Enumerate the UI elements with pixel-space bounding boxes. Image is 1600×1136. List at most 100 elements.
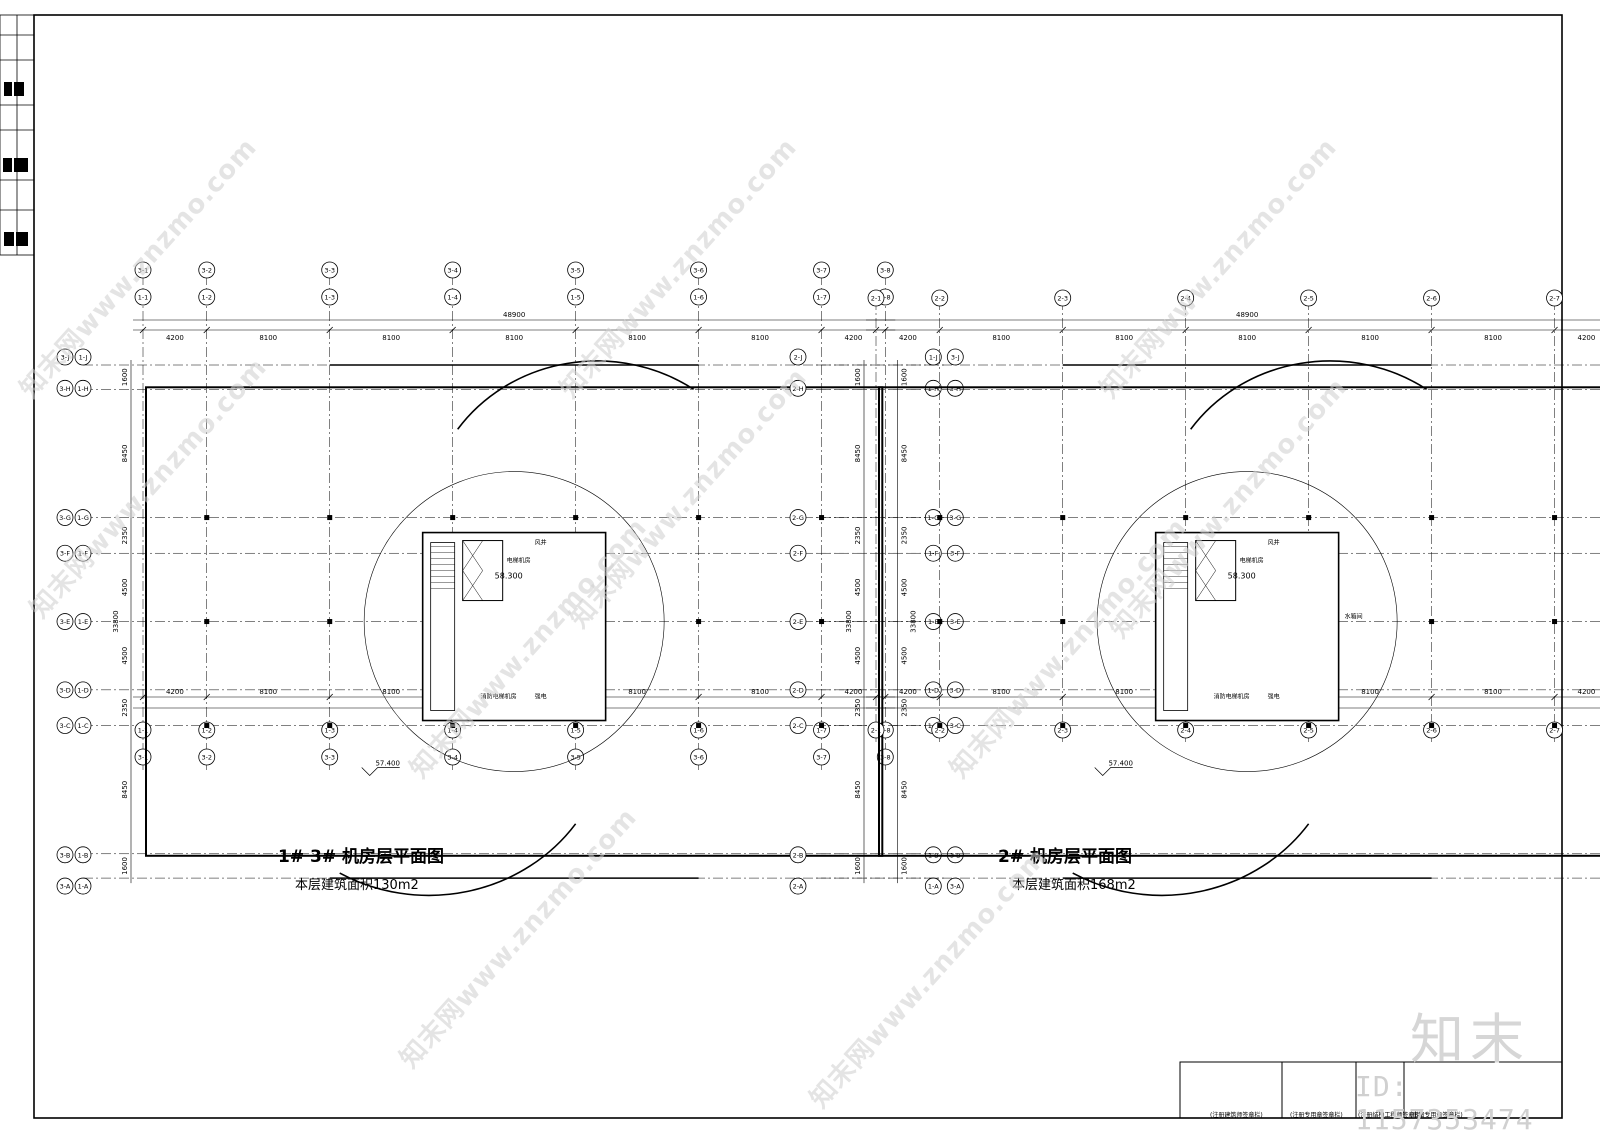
axis-bubble [198,748,216,766]
dim-tick [203,326,211,334]
axis-label: 1-C [77,722,88,730]
elev-marker [1094,767,1133,777]
axis-label: 3-E [950,618,961,626]
axis-label: 3-4 [447,754,458,762]
watermark-logo: 知末 [1410,1008,1530,1071]
axis-label: 1-H [928,385,939,393]
axis-label: 2-4 [1180,727,1191,735]
dim-text: 2350 [121,526,129,544]
column [696,619,702,625]
axis-label: 3-G [59,514,71,522]
axis-bubble [134,261,152,279]
axis-label: 1-J [79,354,88,362]
axis-label: 2-6 [1426,727,1437,735]
room-label: 风井 [535,539,547,547]
axis-label: 1-E [928,618,939,626]
outer-wall [878,386,1600,857]
axis-label: 1-2 [201,727,212,735]
column [1060,515,1066,521]
axis-label: 2-7 [1549,727,1560,735]
column [1429,723,1435,729]
axis-label: 1-2 [201,294,212,302]
dim-text: 8100 [628,334,646,342]
axis-bubble [198,261,216,279]
dim-text: 8100 [1115,688,1133,696]
axis-label: 1-4 [447,727,458,735]
elevation-floor: 57.400 [375,760,400,768]
axis-label: 1-4 [447,294,458,302]
column [937,515,943,521]
axis-label: 3-1 [138,267,149,275]
column [573,723,579,729]
column [204,619,210,625]
dim-text: 8100 [259,688,277,696]
column [1429,619,1435,625]
plan-right-title: 2# 机房层平面图 [998,847,1132,867]
dim-text: 8450 [854,445,862,463]
column [696,515,702,521]
dim-text: 8450 [121,445,129,463]
column [450,723,456,729]
column [204,723,210,729]
axis-label: 3-C [59,722,70,730]
core-wall [421,531,607,722]
dim-text: 8100 [1238,334,1256,342]
axis-label: 3-C [950,722,961,730]
dim-text: 8100 [505,334,523,342]
axis-bubble [813,261,830,279]
dim-tick [1551,693,1558,701]
dim-total: 33800 [112,610,120,632]
axis-bubble [1546,721,1563,739]
column [573,515,579,521]
dim-tick [449,326,456,334]
axis-label: 3-2 [201,754,212,762]
stair [1163,542,1189,711]
room-label: 风井 [1268,539,1280,547]
axis-bubble [1054,289,1072,307]
axis-label: 1-1 [138,727,149,735]
dim-text: 2350 [854,699,862,717]
axis-label: 1-5 [570,294,581,302]
left-title-strip [0,14,35,256]
axis-label: 1-7 [816,294,827,302]
dim-text: 8450 [900,781,908,799]
axis-bubble [567,721,585,739]
curved-wall-bottom [1072,823,1310,897]
dim-text: 4500 [121,578,129,596]
title-block-cell-3: (注册结构工程师签章栏) [1358,1112,1423,1119]
axis-label: 3-A [950,883,961,891]
dim-text: 4200 [166,688,184,696]
axis-label: 3-G [949,514,961,522]
axis-bubble [74,846,92,864]
title-block-cell-2: (注册专用章签章栏) [1290,1112,1343,1119]
axis-label: 1-6 [693,294,704,302]
dim-tick [1428,326,1435,334]
axis-label: 3-8 [880,754,891,762]
dim-total: 48900 [503,311,525,319]
column [327,619,333,625]
axis-bubble [931,289,949,307]
room-label: 电梯机房 [507,557,531,565]
column [327,723,333,729]
dim-text: 8100 [1361,688,1379,696]
column [1306,515,1312,521]
dim-tick [818,693,825,701]
dim-text: 8450 [854,781,862,799]
axis-label: 2-J [794,354,803,362]
axis-label: 1-6 [693,727,704,735]
dim-text: 8450 [900,445,908,463]
room-label: 强电 [535,693,547,701]
dim-tick [1305,326,1312,334]
axis-bubble [56,348,74,366]
axis-label: 1-H [77,385,88,393]
axis-label: 2-A [793,883,804,891]
axis-bubble [56,613,74,630]
axis-bubble [74,509,92,526]
axis-label: 1-3 [324,294,335,302]
axis-bubble [321,748,339,766]
axis-bubble [198,721,216,739]
room-label: 水箱间 [1345,613,1363,621]
dim-text: 4500 [854,647,862,665]
dim-total: 48900 [1236,311,1258,319]
elevation-core: 58.300 [1228,572,1256,581]
